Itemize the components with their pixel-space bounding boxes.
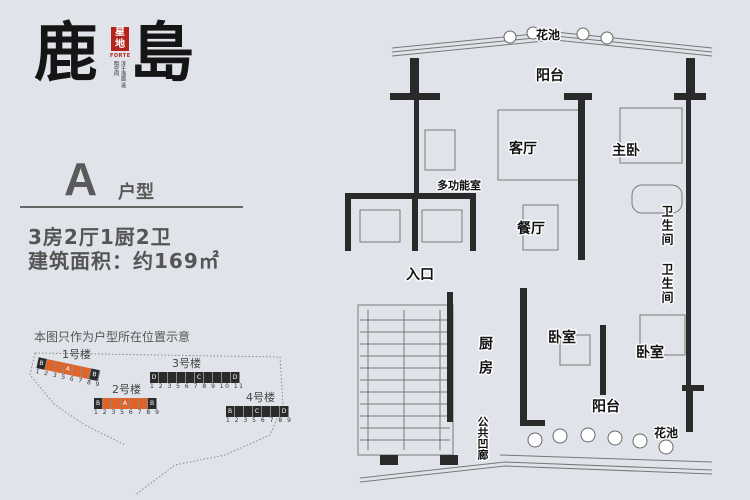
building-units: 1 2 3 5 6 7 8 9 10 11	[150, 383, 245, 390]
label-public-corridor: 公共凹廊	[476, 416, 489, 460]
unit-suffix: 户型	[118, 182, 154, 203]
label-bathroom-2: 卫生间	[660, 263, 674, 305]
brand-forte: FORTE	[110, 53, 131, 59]
walls	[345, 58, 706, 465]
building-1-label: 1号楼	[62, 348, 91, 361]
label-entrance: 入口	[406, 267, 434, 283]
label-bathroom-1: 卫生间	[660, 205, 674, 247]
label-master-bedroom: 主卧	[612, 143, 640, 159]
label-bedroom-2: 卧室	[636, 345, 664, 361]
unit-layout: 3房2厅1厨2卫	[28, 225, 172, 249]
label-kitchen: 厨房	[477, 336, 493, 384]
label-bedroom-1: 卧室	[548, 330, 576, 346]
label-dining-room: 餐厅	[517, 221, 545, 237]
unit-letter: A	[64, 153, 98, 205]
bottom-railing	[359, 454, 713, 483]
building-units: 1 2 3 5 6 7 8 9	[226, 417, 293, 424]
planter-trees	[503, 26, 674, 455]
bathtub	[631, 184, 683, 214]
label-living-room: 客厅	[509, 141, 537, 157]
brand-seal: 星地	[111, 27, 129, 51]
building-4-label: 4号楼	[246, 391, 275, 404]
table-multi	[424, 129, 456, 171]
divider	[20, 206, 243, 208]
label-balcony-top: 阳台	[536, 68, 564, 84]
bed-2	[639, 314, 686, 356]
brand-slogan: 淳于海面 遠明空间	[113, 61, 126, 88]
building-2-label: 2号楼	[112, 383, 141, 396]
building-units: 1 2 3 5 6 7 8 9	[94, 409, 161, 416]
label-garden-top: 花池	[536, 28, 561, 42]
label-balcony-bottom: 阳台	[592, 399, 620, 415]
label-garden-bottom: 花池	[654, 426, 679, 440]
building-3-label: 3号楼	[172, 357, 201, 370]
top-railing	[391, 31, 713, 57]
site-outline	[29, 352, 284, 496]
master-bed	[619, 107, 683, 164]
logo-char-1: 鹿	[34, 16, 98, 91]
bed-1	[559, 334, 591, 366]
label-multi-room: 多功能室	[437, 179, 481, 192]
dining-table	[522, 204, 559, 251]
unit-area: 建筑面积：约169㎡	[28, 249, 220, 273]
location-map-title: 本图只作为户型所在位置示意	[34, 330, 191, 344]
logo-char-2: 島	[130, 16, 194, 91]
